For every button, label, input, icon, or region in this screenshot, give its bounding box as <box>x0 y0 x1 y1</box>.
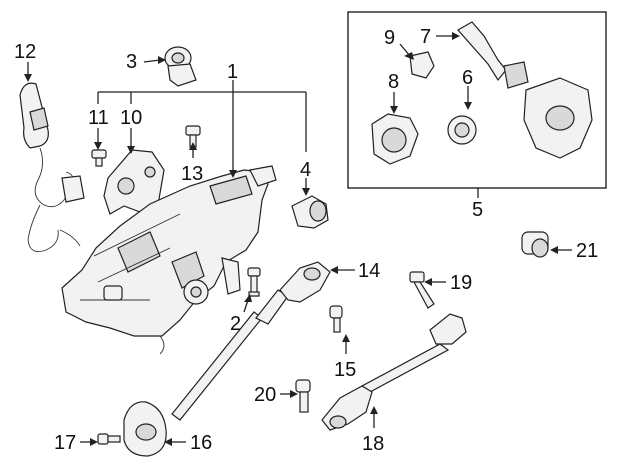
part-15-bolt <box>329 305 343 333</box>
part-2-bolt <box>247 267 261 297</box>
callout-20: 20 <box>254 384 276 406</box>
callout-4: 4 <box>300 159 311 181</box>
part-1-column <box>61 165 277 355</box>
part-inset-switch-assembly <box>523 77 593 159</box>
part-3-switch <box>164 46 197 87</box>
callout-10: 10 <box>120 107 142 129</box>
part-9-cap <box>409 51 435 79</box>
part-12-lever <box>19 82 85 253</box>
callout-7: 7 <box>420 26 431 48</box>
callout-6: 6 <box>462 67 473 89</box>
callout-15: 15 <box>334 359 356 381</box>
part-16-boot <box>123 401 167 457</box>
callout-9: 9 <box>384 27 395 49</box>
callout-17: 17 <box>54 432 76 454</box>
callout-3: 3 <box>126 51 137 73</box>
part-18-lower-shaft <box>321 313 467 431</box>
part-20-bolt <box>295 379 311 413</box>
callout-5: 5 <box>472 199 483 221</box>
callout-2: 2 <box>230 313 241 335</box>
callout-21: 21 <box>576 240 598 262</box>
callout-8: 8 <box>388 71 399 93</box>
inset-box <box>347 11 607 189</box>
part-13-bolt <box>185 125 201 148</box>
callout-18: 18 <box>362 433 384 455</box>
part-4-knob <box>291 195 329 229</box>
leader-lines <box>24 32 572 446</box>
part-11-screw <box>91 149 107 167</box>
part-21-switch <box>521 231 549 258</box>
part-19-bolt <box>409 271 435 309</box>
callout-13: 13 <box>181 163 203 185</box>
part-17-screw <box>97 433 121 445</box>
part-7-stalk <box>457 21 529 89</box>
callout-11: 11 <box>88 107 109 129</box>
callout-1: 1 <box>227 61 238 83</box>
callout-14: 14 <box>358 260 380 282</box>
callout-12: 12 <box>14 41 36 63</box>
part-8-clockspring <box>371 113 419 165</box>
part-6-ring <box>447 115 477 145</box>
part-14-shaft <box>171 261 331 421</box>
callout-16: 16 <box>190 432 212 454</box>
callout-19: 19 <box>450 272 472 294</box>
